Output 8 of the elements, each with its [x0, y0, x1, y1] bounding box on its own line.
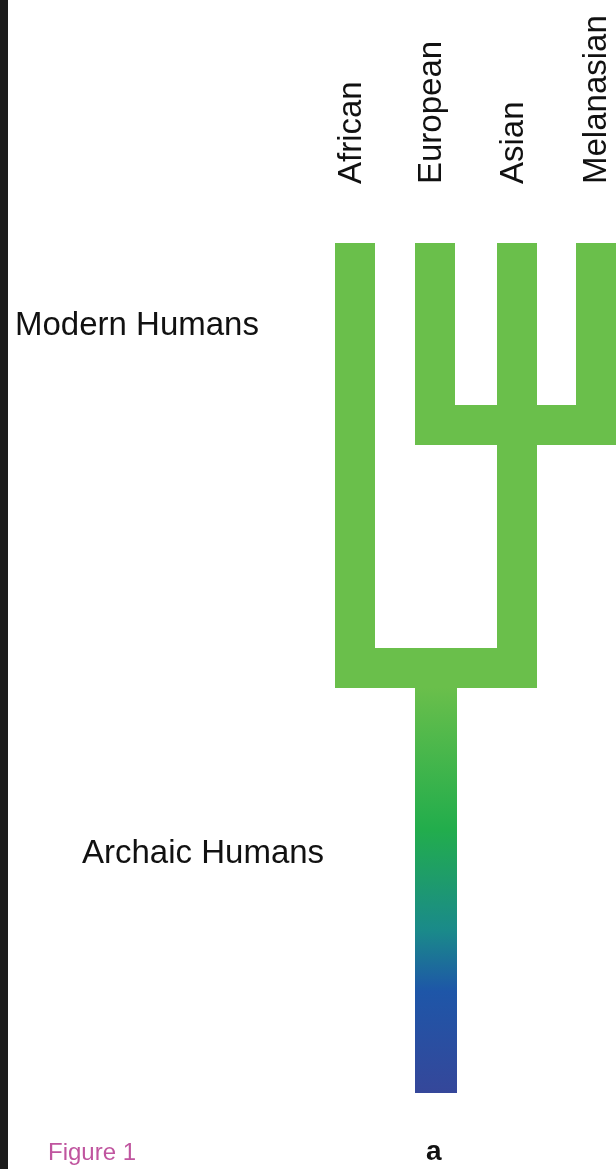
population-label: African — [331, 81, 369, 184]
panel-letter: a — [426, 1135, 442, 1168]
population-label: European — [411, 40, 449, 184]
group-label: Archaic Humans — [82, 833, 325, 871]
population-label: Asian — [493, 101, 531, 184]
group-label: Modern Humans — [15, 305, 259, 343]
figure-caption: Figure 1 — [48, 1138, 137, 1166]
population-label: Melanasian — [576, 15, 614, 184]
